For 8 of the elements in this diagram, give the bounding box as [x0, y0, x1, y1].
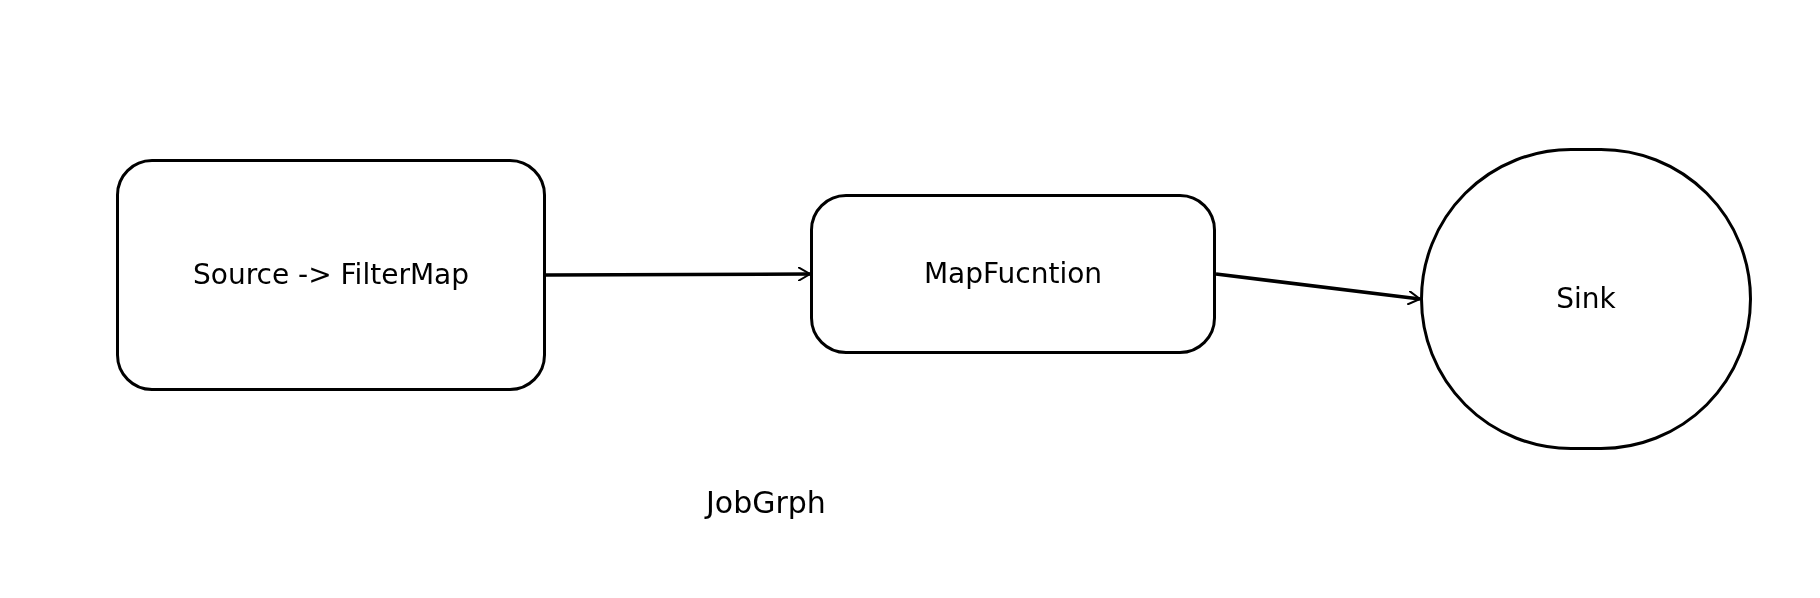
process-box	[810, 194, 1216, 354]
node-label: MapFucntion	[922, 256, 1104, 292]
node-label: Source -> FilterMap	[192, 257, 470, 293]
caption: JobGrph	[706, 484, 826, 522]
arrow	[546, 266, 811, 283]
process-box	[116, 159, 546, 391]
arrow	[1215, 272, 1421, 306]
node-label: Sink	[1555, 281, 1617, 317]
